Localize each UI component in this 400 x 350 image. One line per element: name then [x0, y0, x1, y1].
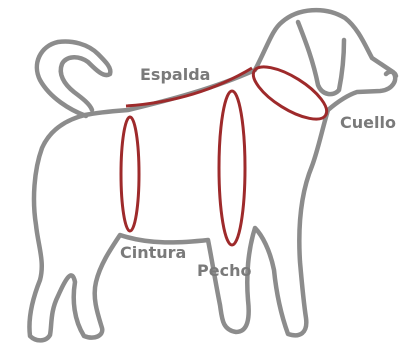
- waist-label: Cintura: [120, 243, 186, 262]
- dog-outline: [29, 10, 396, 340]
- dog-nose-outline: [386, 72, 396, 76]
- chest-measure-ring: [219, 91, 245, 245]
- dog-tail-outline: [37, 42, 110, 117]
- back-label: Espalda: [140, 65, 210, 84]
- chest-label: Pecho: [197, 261, 251, 280]
- waist-measure-ring: [121, 117, 139, 231]
- neck-label: Cuello: [340, 113, 396, 132]
